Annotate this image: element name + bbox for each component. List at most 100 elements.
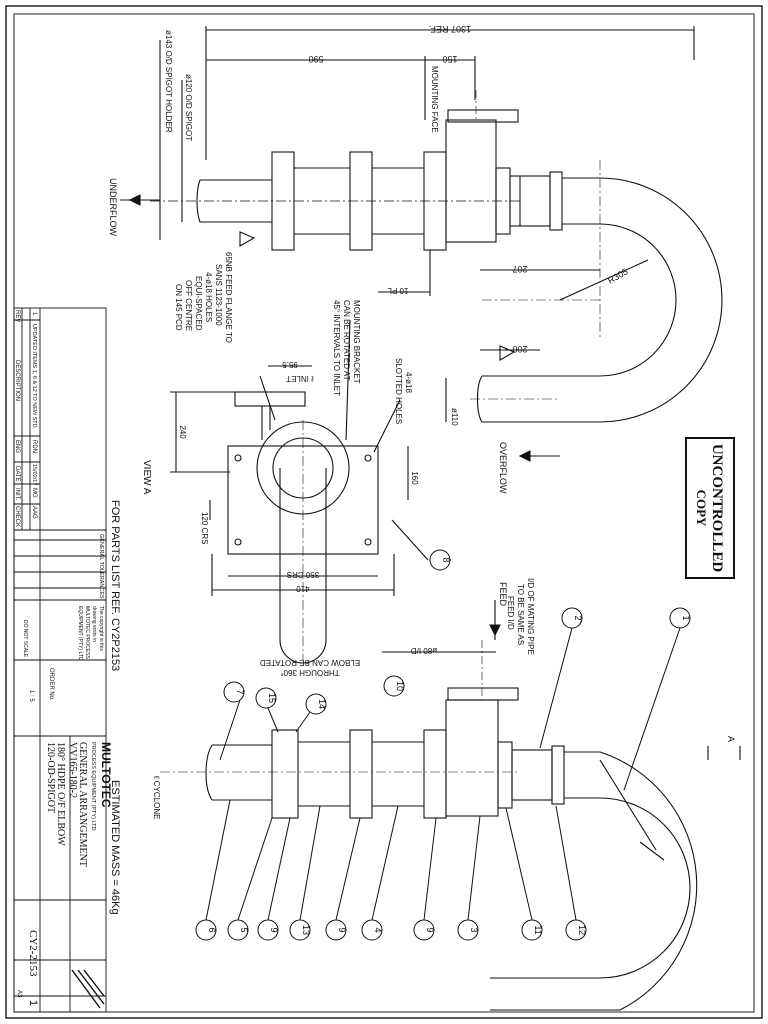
balloon-label: 15 — [267, 693, 277, 703]
balloon: 6 — [195, 799, 231, 941]
flange-note-line-4: EQUI-SPACED — [194, 276, 203, 331]
dim-160: 160 — [410, 471, 419, 485]
rev-header-date: DATE — [14, 466, 20, 482]
balloon-label: 8 — [441, 557, 451, 562]
inner-border — [13, 13, 755, 1013]
balloon-label: 5 — [239, 927, 249, 932]
balloons: 1 2 8 10 7 15 14 6 5 9 13 9 4 9 3 11 12 — [195, 549, 691, 941]
rev-header-init: INIT. — [14, 488, 20, 501]
tolerances-label: GENERAL TOLERANCES — [98, 534, 104, 599]
dim-95-5: 95.5 — [282, 360, 298, 369]
company-sub: PROCESS EQUIPMENT (PTY) LTD — [90, 742, 96, 830]
upper-labels: 1307 REF. 590 150 MOUNTING FACE ø143 O/D… — [108, 24, 630, 494]
view-a-drawing — [170, 319, 429, 664]
title-block-text: REV DESCRIPTION ENG DATE INIT. CHECK 1 U… — [14, 310, 113, 1006]
balloon-label: 13 — [301, 925, 311, 935]
balloon-label: 4 — [373, 927, 383, 932]
spigot-label: ø120 O/D SPIGOT — [184, 74, 193, 141]
parts-ref-label: FOR PARTS LIST REF. CY2P2153 — [109, 500, 121, 671]
bracket-note-line-2: CAN BE ROTATED AT — [342, 300, 351, 381]
underflow-label: UNDERFLOW — [108, 178, 118, 237]
rev-row-eng: RDN — [31, 440, 37, 453]
revision-number: 1 — [27, 1000, 39, 1006]
dim-410: 410 — [296, 584, 310, 593]
dim-150: 150 — [442, 54, 457, 64]
overflow-label: OVERFLOW — [498, 442, 508, 494]
flange-note-line-3: 4-ø18 HOLES — [204, 272, 213, 322]
drawing-title-4: 120-OD-SPIGOT — [45, 742, 56, 813]
balloon: 11 — [505, 807, 543, 941]
balloon: 13 — [289, 805, 321, 941]
mating-note-line-3: FEED I/D — [506, 596, 515, 630]
dim-350: 350 CRS — [287, 570, 319, 579]
feed-label: FEED — [498, 582, 508, 607]
lower-labels: FEED I/D OF MATING PIPE TO BE SAME AS FE… — [152, 578, 736, 819]
drawing-title-2: VV165-180-2 — [67, 742, 78, 798]
drawing-number: CY2-2153 — [27, 930, 39, 977]
rev-row-init: MG — [31, 488, 37, 498]
bracket-note-line-3: 45° INTERVALS TO INLET — [332, 300, 341, 396]
balloon-label: 11 — [533, 925, 543, 934]
dim-207: 207 — [512, 264, 527, 274]
view-a-label: VIEW A — [141, 460, 152, 495]
dim-590: 590 — [308, 54, 323, 64]
copyright-line-2: drawing vests in — [91, 606, 97, 642]
balloon-label: 2 — [573, 615, 583, 620]
uncontrolled-stamp: UNCONTROLLED COPY — [685, 437, 735, 579]
rev-row-check: AAG — [31, 506, 37, 519]
scale-label: 1 : 5 — [28, 690, 34, 702]
balloon-label: 9 — [269, 927, 279, 932]
mating-note-line-2: TO BE SAME AS — [516, 584, 525, 645]
drawing-title-1: GENERAL ARRANGEMENT — [77, 742, 88, 867]
balloon: 4 — [361, 805, 399, 941]
balloon-label: 12 — [577, 925, 587, 935]
dim-r305: R305 — [606, 266, 630, 285]
balloon: 2 — [539, 607, 583, 749]
balloon: 14 — [295, 693, 327, 733]
dim-80-id: ø80 I/D — [411, 646, 437, 655]
balloon: 9 — [413, 817, 437, 941]
balloon-label: 3 — [469, 927, 479, 932]
copyright-line-1: The copyright in this — [98, 606, 104, 651]
rev-row-rev: 1 — [31, 312, 37, 316]
stamp-line1: UNCONTROLLED — [709, 444, 725, 573]
balloon-label: 10 — [395, 681, 405, 691]
rev-header-description: DESCRIPTION — [14, 360, 20, 401]
balloon: 3 — [457, 815, 481, 941]
inlet-label: ℓ INLET — [286, 374, 315, 383]
balloon: 5 — [227, 817, 273, 941]
upper-view — [120, 26, 723, 462]
balloon-label: 9 — [337, 927, 347, 932]
rev-header-check: CHECK — [14, 506, 20, 527]
company-name: MULTOTEC — [99, 742, 113, 808]
slot-note-line-2: SLOTTED HOLES — [394, 358, 403, 424]
lower-view — [160, 600, 741, 1011]
title-block — [13, 307, 107, 1013]
mass-label: ESTIMATED MASS = 46Kg — [109, 780, 121, 915]
flange-note-line-6: ON 145 PCD — [174, 284, 183, 331]
balloon: 12 — [555, 805, 587, 941]
balloon: 8 — [429, 549, 451, 571]
balloon: 10 — [383, 675, 405, 697]
dim-10pl: 10 PL — [387, 286, 408, 295]
no-scale-label: DO NOT SCALE — [22, 620, 28, 658]
order-label: ORDER No. — [48, 668, 54, 701]
dim-110: ø110 — [450, 408, 459, 426]
elbow-note-line-2: THROUGH 360° — [280, 668, 339, 677]
balloon-label: 9 — [425, 927, 435, 932]
sheet-size: A3 — [16, 990, 22, 998]
balloon-label: 7 — [235, 689, 245, 694]
spigot-holder-label: ø143 O/D SPIGOT HOLDER — [164, 30, 173, 133]
section-a-label: A — [726, 736, 736, 742]
view-a-labels: 65NB FEED FLANGE TO SANS 1123-1000 4-ø18… — [109, 252, 419, 915]
flange-note-line-2: SANS 1123-1000 — [214, 264, 223, 326]
balloon: 9 — [325, 817, 361, 941]
balloon: 1 — [623, 607, 691, 791]
balloon: 7 — [219, 681, 245, 761]
mounting-face-label: MOUNTING FACE — [430, 66, 439, 133]
bracket-note-line-1: MOUNTING BRACKET — [352, 300, 361, 384]
slot-note-line-1: 4-ø18 — [404, 372, 413, 393]
elbow-note-line-1: ELBOW CAN BE ROTATED — [260, 658, 360, 667]
rev-header-rev: REV — [14, 310, 20, 322]
